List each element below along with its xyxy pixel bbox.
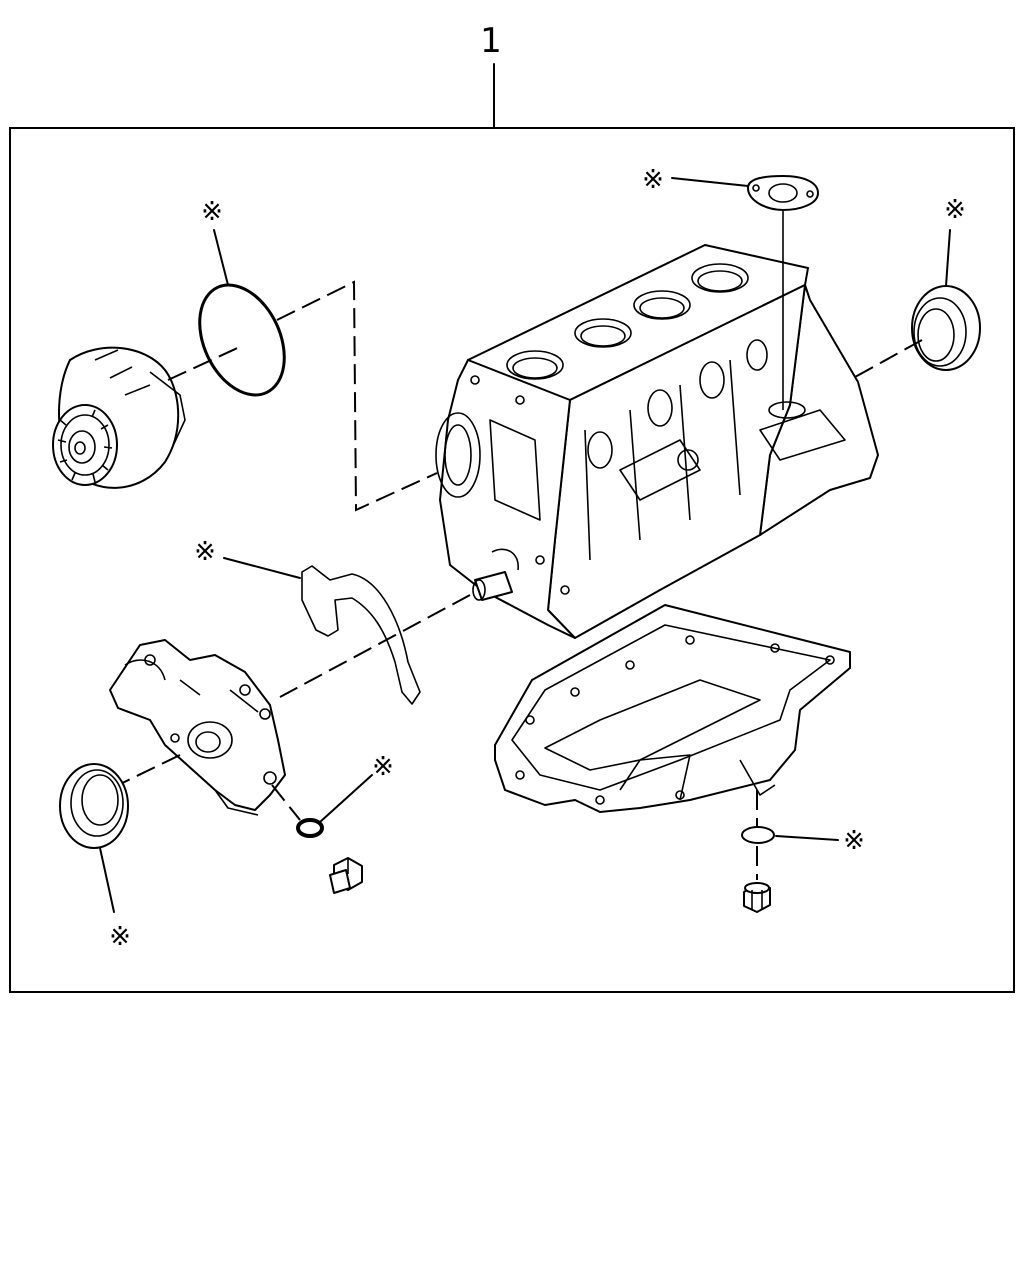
- oil-pump-plug[interactable]: [329, 857, 363, 894]
- block-to-oil-pump-leader: [279, 594, 471, 698]
- drain-washer-callout-leader: [775, 835, 839, 841]
- plug-washer-callout-mark: ※: [372, 752, 394, 782]
- engine-block[interactable]: [435, 205, 879, 639]
- drain-plug-washer[interactable]: [741, 826, 775, 844]
- block-gasket-plate[interactable]: [747, 175, 819, 211]
- oil-pump-housing[interactable]: [109, 639, 286, 816]
- o-ring-callout-mark: ※: [201, 197, 223, 227]
- water-pump-o-ring[interactable]: [183, 271, 301, 408]
- drain-plug[interactable]: [743, 882, 771, 913]
- assembly-number-label: 1: [480, 21, 502, 61]
- o-ring-callout-leader: [213, 229, 229, 286]
- rear-seal-callout-mark: ※: [944, 195, 966, 225]
- oil-pump-plug-leader: [271, 784, 301, 821]
- oil-pan[interactable]: [494, 604, 851, 813]
- water-pump-routing-line: [276, 280, 438, 512]
- rear-seal-leader: [854, 339, 923, 378]
- front-gasket-callout-leader: [223, 557, 301, 579]
- front-crankshaft-seal[interactable]: [59, 763, 129, 849]
- front-seal-callout-leader: [99, 847, 115, 913]
- oil-pump-plug-washer[interactable]: [296, 818, 324, 838]
- front-cover-gasket[interactable]: [301, 565, 421, 705]
- gasket-plate-callout-mark: ※: [642, 165, 664, 195]
- rear-crankshaft-seal[interactable]: [911, 285, 981, 371]
- drain-washer-callout-mark: ※: [843, 826, 865, 856]
- water-pump[interactable]: [52, 346, 186, 489]
- rear-seal-callout-leader: [945, 229, 951, 287]
- plug-washer-callout-leader: [319, 774, 373, 823]
- front-gasket-callout-mark: ※: [194, 537, 216, 567]
- assembly-frame: [9, 127, 1015, 993]
- water-pump-leader: [167, 344, 245, 381]
- gasket-plate-callout-leader: [671, 177, 749, 187]
- front-seal-callout-mark: ※: [109, 922, 131, 952]
